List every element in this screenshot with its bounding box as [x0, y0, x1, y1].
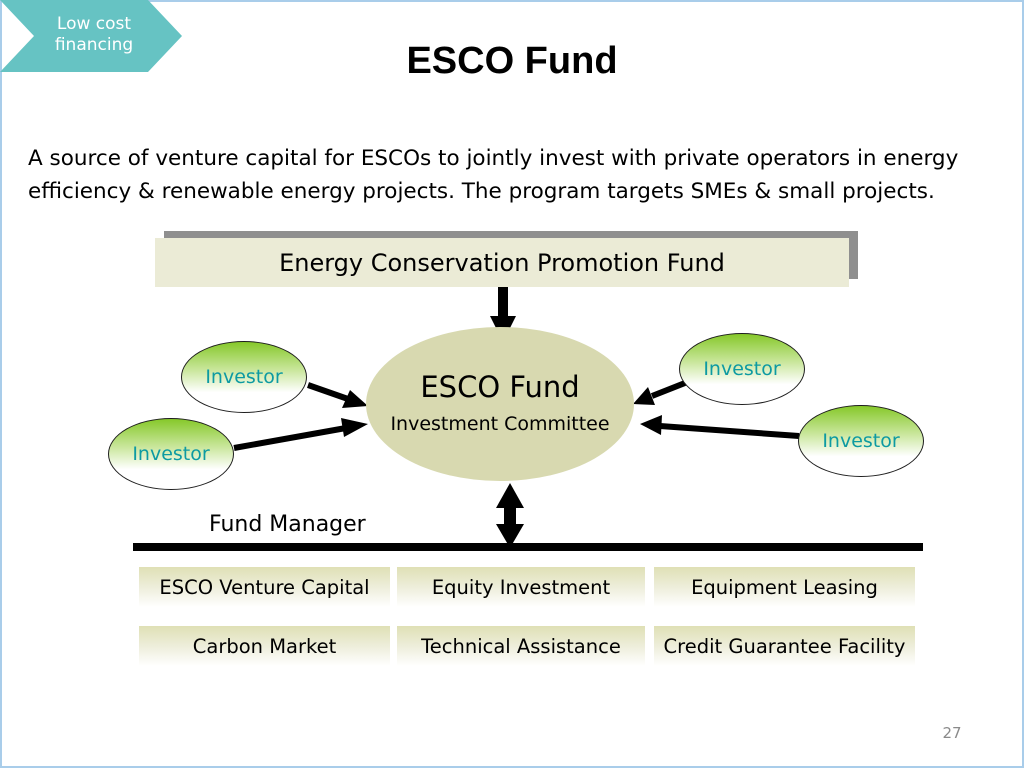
- low-cost-financing-badge: Low cost financing: [0, 0, 184, 74]
- investment-committee-label: Investment Committee: [390, 413, 610, 435]
- fund-manager-label: Fund Manager: [209, 512, 366, 537]
- arrow-committee-fund-manager: [496, 483, 524, 548]
- instrument-box-equipment-leasing: Equipment Leasing: [654, 567, 915, 607]
- arrow-investor-1: [307, 382, 368, 408]
- arrow-investor-2: [233, 418, 368, 451]
- investor-node-1: Investor: [181, 341, 307, 413]
- arrow-investor-3: [633, 380, 687, 405]
- energy-conservation-fund-box: Energy Conservation Promotion Fund: [155, 238, 849, 287]
- instrument-box-credit-guarantee-facility: Credit Guarantee Facility: [654, 626, 915, 666]
- esco-fund-name: ESCO Fund: [420, 370, 580, 404]
- investor-node-4: Investor: [798, 405, 924, 477]
- badge-label: Low cost financing: [54, 14, 134, 55]
- badge-chevron-shape: [0, 0, 182, 72]
- instrument-box-carbon-market: Carbon Market: [139, 626, 390, 666]
- investor-node-2: Investor: [108, 418, 234, 490]
- instrument-box-esco-venture-capital: ESCO Venture Capital: [139, 567, 390, 607]
- investor-node-3: Investor: [679, 333, 805, 405]
- page-title: ESCO Fund: [406, 40, 618, 82]
- slide-description: A source of venture capital for ESCOs to…: [28, 146, 959, 204]
- instrument-box-technical-assistance: Technical Assistance: [397, 626, 645, 666]
- page-number: 27: [942, 724, 962, 742]
- fund-manager-bar: [133, 543, 923, 551]
- esco-fund-committee-ellipse: [366, 327, 634, 481]
- instrument-box-equity-investment: Equity Investment: [397, 567, 645, 607]
- arrow-investor-4: [640, 415, 800, 439]
